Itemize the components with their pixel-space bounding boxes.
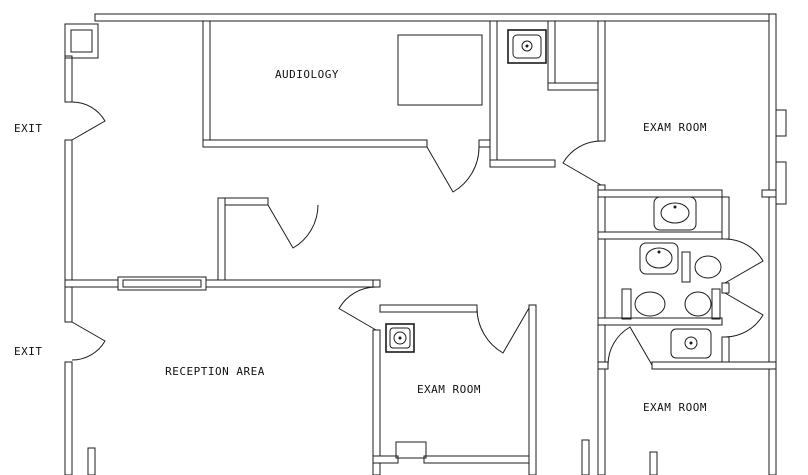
column — [775, 161, 787, 205]
wall-segment — [217, 197, 226, 288]
wall-segment — [581, 439, 590, 475]
wall-segment — [64, 139, 73, 323]
sink-icon — [385, 323, 415, 353]
exit-label-upper: EXIT — [14, 122, 43, 135]
room-label-audiology: AUDIOLOGY — [275, 68, 339, 81]
door-swing-exit-lower — [71, 321, 106, 361]
wall-segment — [64, 55, 73, 103]
wall-segment — [597, 368, 606, 475]
door-swing-restroom-upper — [724, 238, 764, 284]
plumbing-fixtures — [385, 29, 722, 359]
closet — [64, 23, 99, 59]
wall-segment — [379, 304, 478, 313]
room-label-exam-center: EXAM ROOM — [417, 383, 481, 396]
door-swing-restroom-lower — [724, 292, 764, 338]
audiology-booth — [397, 34, 483, 106]
wall-segment — [761, 189, 777, 198]
reception-counter-inner — [122, 279, 202, 288]
wall-segment — [597, 189, 723, 198]
wall-segment — [372, 279, 381, 288]
vanity-sink-icon — [639, 242, 679, 275]
wall-segment — [649, 451, 658, 475]
door-swing-exit-upper — [71, 101, 106, 141]
door-swings — [71, 101, 764, 366]
wall-segment — [202, 20, 211, 148]
wall-segment — [64, 361, 73, 475]
room-label-reception: RECEPTION AREA — [165, 365, 265, 378]
door-swing-center-exam — [476, 307, 530, 354]
wall-segment — [597, 20, 606, 142]
door-swing-corridor — [267, 204, 319, 249]
wall-segment — [597, 184, 606, 370]
door-swing-reception — [338, 286, 377, 331]
wall-segment — [489, 20, 498, 168]
wall-segment — [721, 282, 730, 294]
sink-icon — [507, 29, 547, 64]
wall-segment — [721, 196, 730, 240]
room-label-exam-ne: EXAM ROOM — [643, 121, 707, 134]
closet-inner — [70, 29, 93, 53]
wall-segment — [94, 13, 771, 22]
wall-segment — [651, 361, 777, 370]
interior-walls — [64, 20, 777, 475]
wall-segment — [597, 231, 723, 240]
wall-segment — [87, 447, 96, 475]
wall-segment — [423, 455, 530, 464]
wall-segment — [372, 329, 381, 475]
toilet-icon — [684, 288, 721, 320]
wall-segment — [202, 139, 428, 148]
toilet-icon — [621, 288, 666, 320]
column — [775, 109, 787, 137]
wall-segment — [597, 317, 723, 326]
exit-label-lower: EXIT — [14, 345, 43, 358]
door-recess — [395, 441, 427, 459]
door-swing-se-exam — [607, 326, 653, 366]
wall-segment — [205, 279, 374, 288]
wall-segment — [547, 82, 606, 91]
room-labels: EXIT EXIT AUDIOLOGY EXAM ROOM RECEPTION … — [14, 68, 707, 414]
reception-counter — [117, 276, 207, 291]
wall-segment — [768, 13, 777, 475]
wall-segment — [489, 159, 556, 168]
sink-icon — [670, 328, 712, 359]
wall-segment — [547, 20, 556, 91]
wall-segment — [597, 361, 609, 370]
wall-segment — [528, 304, 537, 475]
door-swing-audiology — [426, 146, 480, 193]
vanity-sink-icon — [653, 196, 697, 231]
toilet-icon — [681, 251, 722, 283]
wall-segment — [372, 455, 399, 464]
room-label-exam-se: EXAM ROOM — [643, 401, 707, 414]
wall-segment — [64, 279, 119, 288]
exterior-walls — [64, 13, 787, 475]
door-swing-ne-exam — [562, 140, 602, 186]
